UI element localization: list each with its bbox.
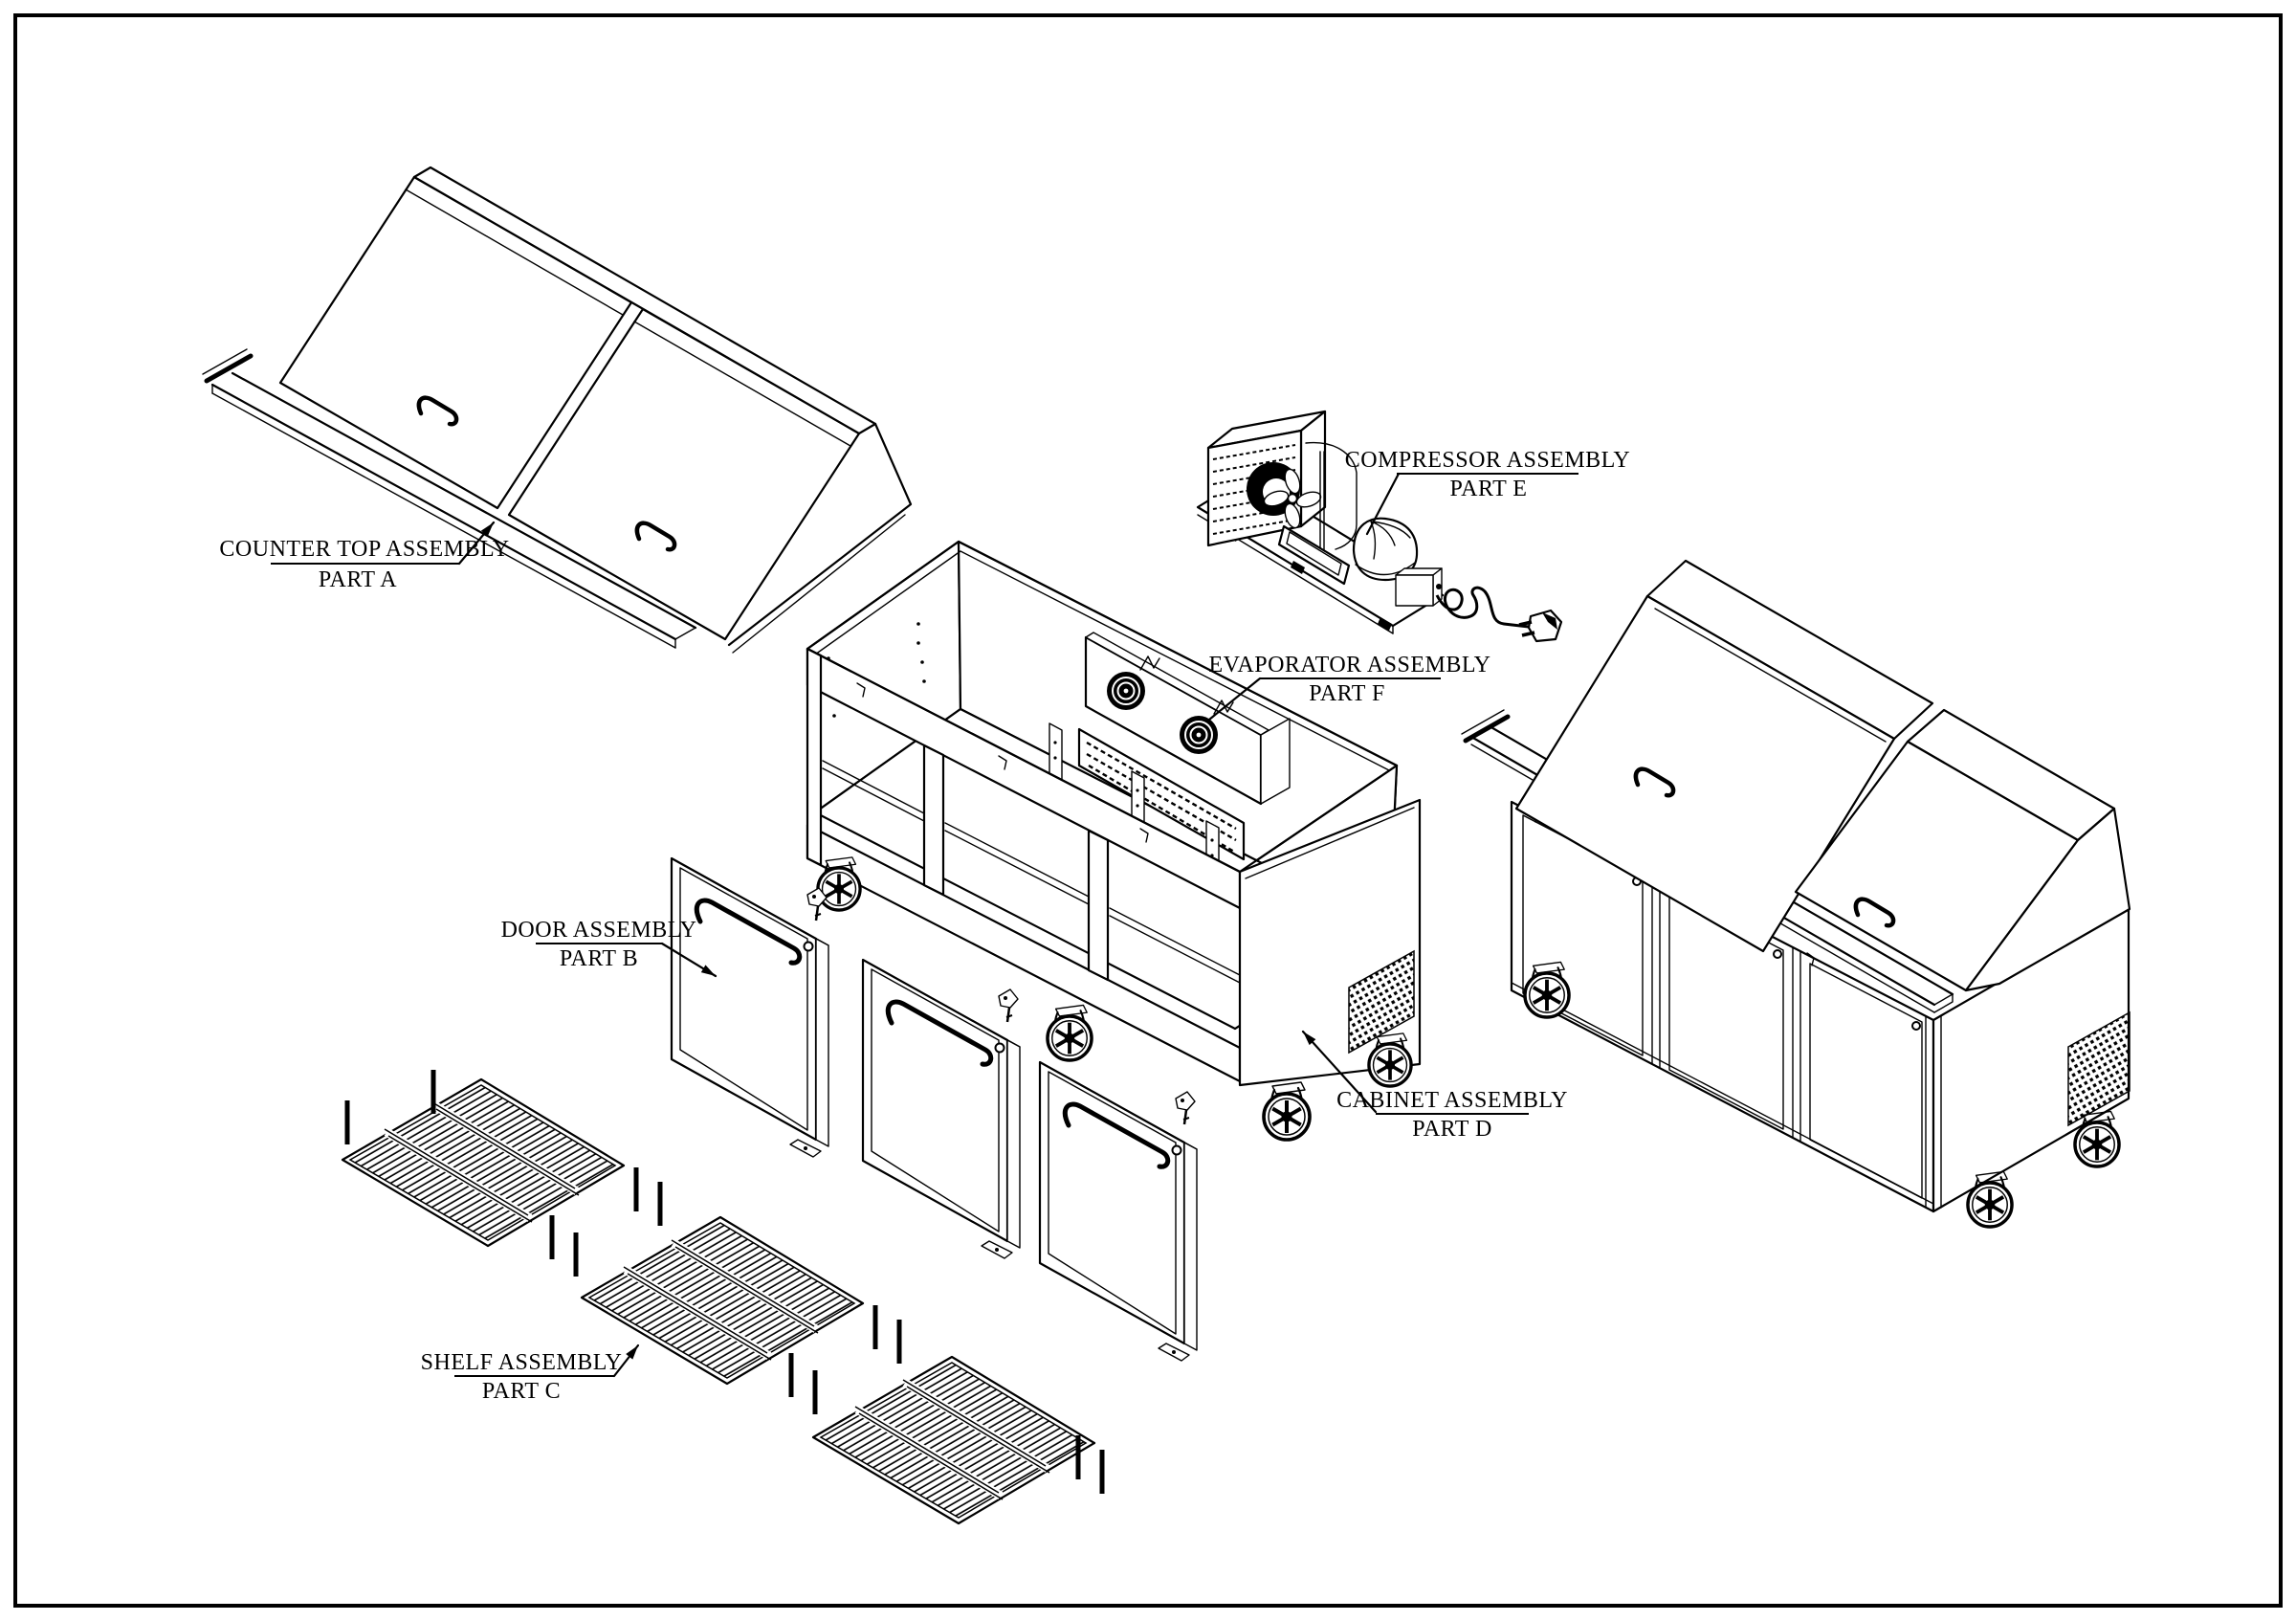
door-opening-rails: [822, 760, 1241, 984]
power-plug: [1518, 609, 1563, 643]
evaporator-fan: [1179, 715, 1219, 755]
label-title: CABINET ASSEMBLY: [1336, 1088, 1568, 1113]
assembled-unit-drawing: [1461, 559, 2131, 1229]
hood-left-lid: [1514, 594, 1896, 953]
label-title: COMPRESSOR ASSEMBLY: [1345, 448, 1631, 473]
label-title: SHELF ASSEMBLY: [421, 1350, 623, 1375]
ledge-end-rail: [1463, 714, 1511, 744]
label-title: COUNTER TOP ASSEMBLY: [219, 537, 509, 562]
wire-shelf: [582, 1217, 863, 1384]
wire-shelf: [342, 1079, 624, 1246]
lid-handle: [1853, 897, 1896, 928]
ledge-end-rail: [204, 353, 254, 384]
lid-handle: [634, 521, 677, 552]
label-counter-top-assembly: COUNTER TOP ASSEMBLY PART A: [219, 520, 509, 592]
evaporator-fan: [1106, 671, 1146, 711]
sheet-border: [13, 13, 2283, 1608]
label-shelf-assembly: SHELF ASSEMBLY PART C: [421, 1343, 642, 1404]
label-part: PART F: [1309, 681, 1385, 706]
label-part: PART E: [1450, 477, 1528, 501]
condenser-fan-blades: [1263, 468, 1322, 529]
power-cord: [1435, 586, 1530, 629]
compressor-assembly-drawing: [1196, 410, 1563, 643]
label-title: EVAPORATOR ASSEMBLY: [1209, 653, 1491, 677]
label-part: PART D: [1412, 1117, 1492, 1142]
label-door-assembly: DOOR ASSEMBLY PART B: [501, 918, 718, 980]
compressor-dome: [1352, 517, 1419, 582]
caster-wheel: [1262, 1080, 1312, 1142]
caster-wheel: [1046, 1003, 1093, 1062]
assembled-door-dividers: [1651, 874, 1801, 1143]
wire-shelf: [813, 1357, 1094, 1523]
label-evaporator-assembly: EVAPORATOR ASSEMBLY PART F: [1207, 653, 1491, 722]
label-title: DOOR ASSEMBLY: [501, 918, 697, 943]
door: [1040, 1062, 1197, 1361]
counter-top-assembly-drawing: [202, 166, 913, 654]
vent-grille: [1348, 949, 1415, 1055]
door: [863, 960, 1020, 1258]
lid-handle: [1633, 766, 1676, 798]
label-part: PART B: [560, 946, 638, 971]
evaporator-assembly-drawing: [1049, 632, 1291, 878]
label-part: PART A: [319, 567, 397, 592]
label-compressor-assembly: COMPRESSOR ASSEMBLY PART E: [1345, 448, 1631, 536]
label-cabinet-assembly: CABINET ASSEMBLY PART D: [1299, 1028, 1568, 1142]
door: [672, 858, 828, 1157]
lid-handle: [416, 395, 459, 427]
label-part: PART C: [482, 1379, 561, 1404]
vent-grille: [2067, 1010, 2130, 1127]
cabinet-assembly-drawing: [806, 540, 1422, 1142]
terminal-box: [1395, 574, 1434, 607]
